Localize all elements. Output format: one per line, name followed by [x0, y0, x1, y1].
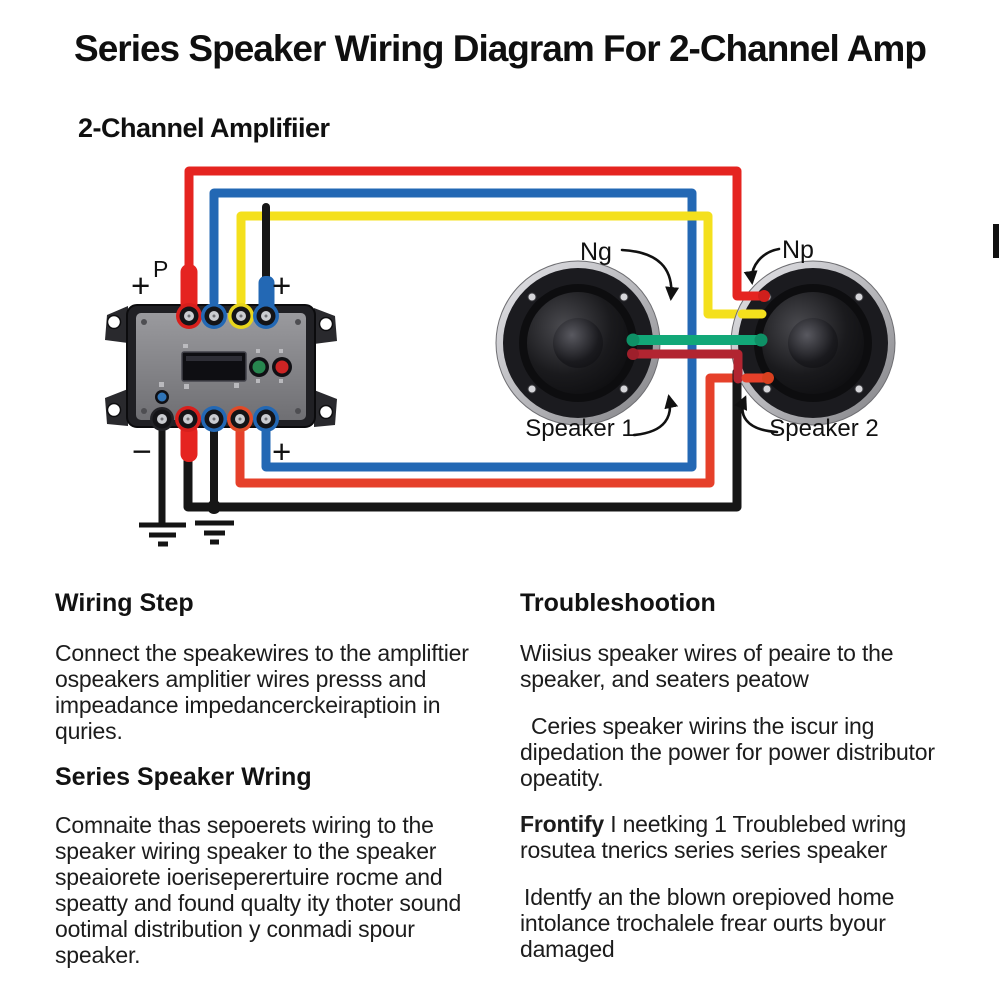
ng-arrow: [620, 248, 680, 301]
troubleshootion-paragraph-1: Wiisius speaker wires of peaire to the s…: [520, 640, 990, 692]
text-line: speaker wiring speaker to the speaker: [55, 838, 437, 864]
ng-label: Ng: [580, 238, 612, 266]
wire-blue-loop: [209, 188, 697, 472]
red-plug-bottom: [180, 424, 198, 462]
text-line: Wiisius speaker wires of peaire to the: [520, 640, 894, 666]
orange-terminal-dot: [762, 372, 774, 384]
green-terminal-dot: [754, 333, 768, 347]
dark-red-terminal-dot: [627, 348, 639, 360]
plus-top-right-label: +: [272, 267, 291, 304]
red-terminal-dot: [758, 290, 770, 302]
np-label: Np: [782, 236, 814, 264]
speaker-2: [730, 260, 896, 426]
troubleshootion-section: Troubleshootion Wiisius speaker wires of…: [520, 589, 990, 963]
junction-dot: [207, 500, 221, 514]
speaker1-label: Speaker 1: [525, 415, 634, 442]
text-line: Frontify I neetking 1 Troublebed wring: [520, 811, 990, 837]
speaker1-arrow: [632, 394, 679, 437]
plus-top-left-label: +: [131, 267, 150, 304]
panel-screw: [295, 319, 301, 325]
wiring-step-heading: Wiring Step: [55, 589, 194, 617]
text-line: speaker, and seaters peatow: [520, 666, 809, 692]
panel-screw: [141, 408, 147, 414]
amplifier: [105, 304, 337, 428]
wiring-step-section: Wiring Step Connect the speakewires to t…: [55, 589, 500, 969]
troubleshootion-paragraph-3: Frontify I neetking 1 Troublebed wring r…: [520, 811, 990, 863]
text-line: opeatity.: [520, 765, 604, 791]
amp-display-strip: [186, 356, 242, 361]
green-knob: [252, 360, 266, 374]
text-line: rosutea tnerics series series speaker: [520, 837, 888, 863]
p-label: P: [153, 256, 168, 282]
troubleshootion-paragraph-4: Identfy an the blown orepioved home into…: [520, 884, 990, 962]
panel-screw: [141, 319, 147, 325]
wiring-diagram: + P + − + Ng Np Speaker 1 Speaker 2: [105, 166, 999, 547]
red-plug-top: [180, 264, 198, 312]
text-line: Comnaite thas sepoerets wiring to the: [55, 812, 434, 838]
ground-symbol-1: [139, 522, 186, 547]
text-line: intolance trochalele frear ourts byour: [520, 910, 886, 936]
wire-dark-red-link: [628, 349, 743, 384]
green-terminal-dot: [626, 333, 640, 347]
troubleshootion-paragraph-2: Ceries speaker wirins the iscur ing dipe…: [520, 713, 990, 791]
amplifier-label: 2-Channel Amplifiier: [78, 113, 330, 143]
amp-ear-hole: [318, 316, 334, 332]
text-line: Ceries speaker wirins the iscur ing: [531, 713, 875, 739]
panel-markings: [159, 344, 283, 389]
text-line: ospeakers amplitier wires presss and: [55, 666, 427, 692]
frontify-bold: Frontify: [520, 811, 604, 837]
text-line: dipedation the power for power distribut…: [520, 739, 935, 765]
wiring-step-paragraph: Connect the speakewires to the ampliftie…: [55, 640, 500, 744]
wire-red-bottom: [235, 373, 757, 488]
amp-ear-hole: [106, 314, 122, 330]
wire-black-bottom: [183, 367, 742, 512]
series-speaker-wring-paragraph: Comnaite thas sepoerets wiring to the sp…: [55, 812, 500, 968]
np-arrow: [743, 247, 781, 285]
wire-yellow: [236, 211, 753, 319]
text-line: Identfy an the blown orepioved home: [524, 884, 895, 910]
plus-bottom-label: +: [272, 433, 291, 470]
text-span: I neetking 1 Troublebed wring: [604, 811, 907, 837]
amp-ear-hole: [106, 402, 122, 418]
series-speaker-wring-heading: Series Speaker Wring: [55, 763, 312, 791]
text-line: Connect the speakewires to the ampliftie…: [55, 640, 469, 666]
minus-bottom-label: −: [132, 433, 152, 471]
text-line: damaged: [520, 936, 615, 962]
text-line: speaker.: [55, 942, 141, 968]
text-line: quries.: [55, 718, 123, 744]
ground-symbol-2: [195, 520, 234, 545]
speaker2-arrow: [734, 395, 779, 434]
text-line: ootimal distribution y conmadi spour: [55, 916, 415, 942]
speaker2-label: Speaker 2: [769, 415, 878, 442]
panel-screw: [295, 408, 301, 414]
page-title: Series Speaker Wiring Diagram For 2-Chan…: [74, 28, 927, 69]
blue-led: [157, 392, 167, 402]
red-knob: [275, 360, 289, 374]
terminal-ring: [152, 306, 276, 429]
text-line: speaiorete ioeriseperertuire rocme and: [55, 864, 443, 890]
troubleshootion-heading: Troubleshootion: [520, 589, 716, 617]
speaker-1: [495, 260, 661, 426]
amp-ear-hole: [318, 404, 334, 420]
text-line: speatty and found qualty ity thoter soun…: [55, 890, 462, 916]
amp-terminals: [150, 264, 279, 462]
text-line: impeadance impedancerckeiraptioin in: [55, 692, 441, 718]
